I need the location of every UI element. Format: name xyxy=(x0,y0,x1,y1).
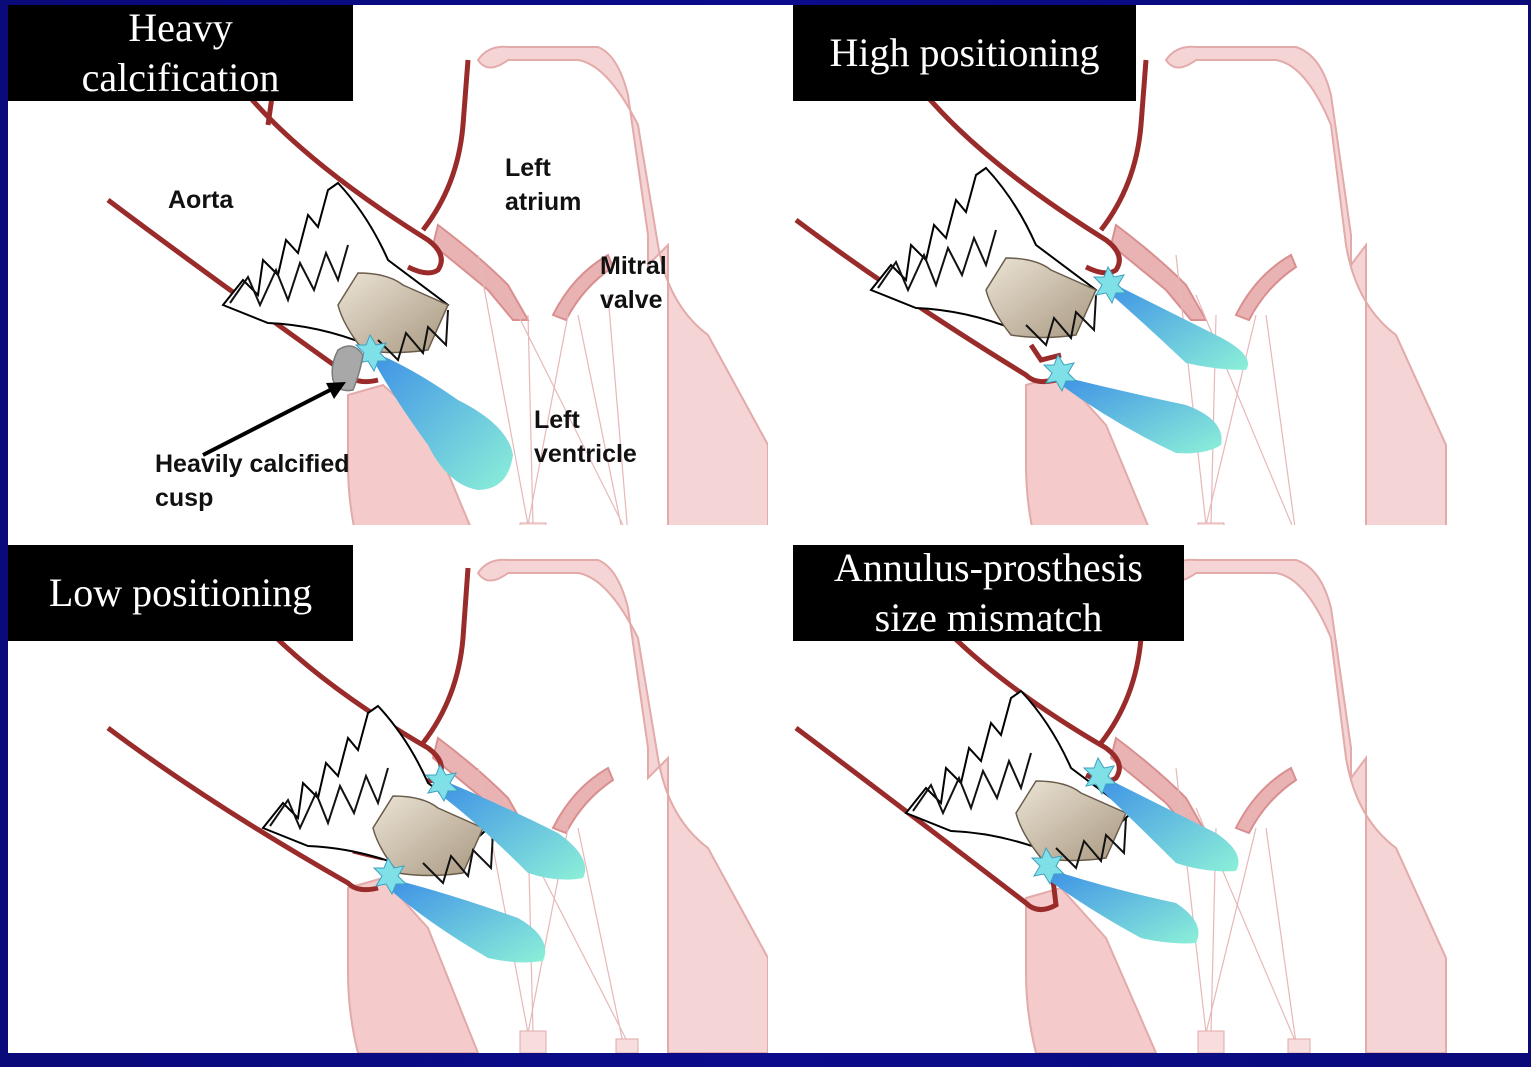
chordae xyxy=(1176,768,1296,1043)
panel-high-positioning: High positioning xyxy=(776,5,1531,525)
mitral-leaflet xyxy=(553,768,613,833)
title-line: size mismatch xyxy=(875,593,1103,643)
title-line: Low positioning xyxy=(49,568,312,618)
label-left-atrium: Left atrium xyxy=(505,151,581,219)
label-mitral-valve: Mitral valve xyxy=(600,249,667,317)
panel-low-positioning: Low positioning xyxy=(8,533,768,1053)
title-line: High positioning xyxy=(829,28,1099,78)
papillary-muscle xyxy=(520,523,546,525)
label-calcified-cusp: Heavily calcified cusp xyxy=(155,447,350,515)
title-line: Annulus-prosthesis xyxy=(834,543,1143,593)
atrium-wall xyxy=(1166,47,1446,525)
panel-title: Heavy calcification xyxy=(8,5,353,101)
papillary-muscle xyxy=(1198,1031,1224,1053)
title-line: Heavy xyxy=(128,5,232,53)
papillary-muscle xyxy=(520,1031,546,1053)
callout-arrow xyxy=(203,387,336,455)
atrial-wall-line xyxy=(423,568,468,743)
panel-size-mismatch: Annulus-prosthesis size mismatch xyxy=(776,533,1531,1053)
panel-title: Annulus-prosthesis size mismatch xyxy=(793,545,1184,641)
chordae xyxy=(1176,255,1296,525)
atrium-wall xyxy=(478,560,768,1053)
panel-title: Low positioning xyxy=(8,545,353,641)
panel-heavy-calcification: Heavy calcification Aorta Left atrium Mi… xyxy=(8,5,768,525)
atrial-wall-line xyxy=(423,60,468,230)
papillary-muscle xyxy=(1198,523,1224,525)
label-left-ventricle: Left ventricle xyxy=(534,403,637,471)
panel-title: High positioning xyxy=(793,5,1136,101)
figure-canvas: Heavy calcification Aorta Left atrium Mi… xyxy=(8,5,1528,1053)
atrium-wall xyxy=(1166,560,1446,1053)
papillary-muscle xyxy=(616,1039,638,1053)
title-line: calcification xyxy=(82,53,280,103)
papillary-muscle xyxy=(1288,1039,1310,1053)
label-aorta: Aorta xyxy=(168,183,233,217)
mitral-leaflet xyxy=(1236,768,1296,833)
mitral-leaflet xyxy=(1236,255,1296,320)
